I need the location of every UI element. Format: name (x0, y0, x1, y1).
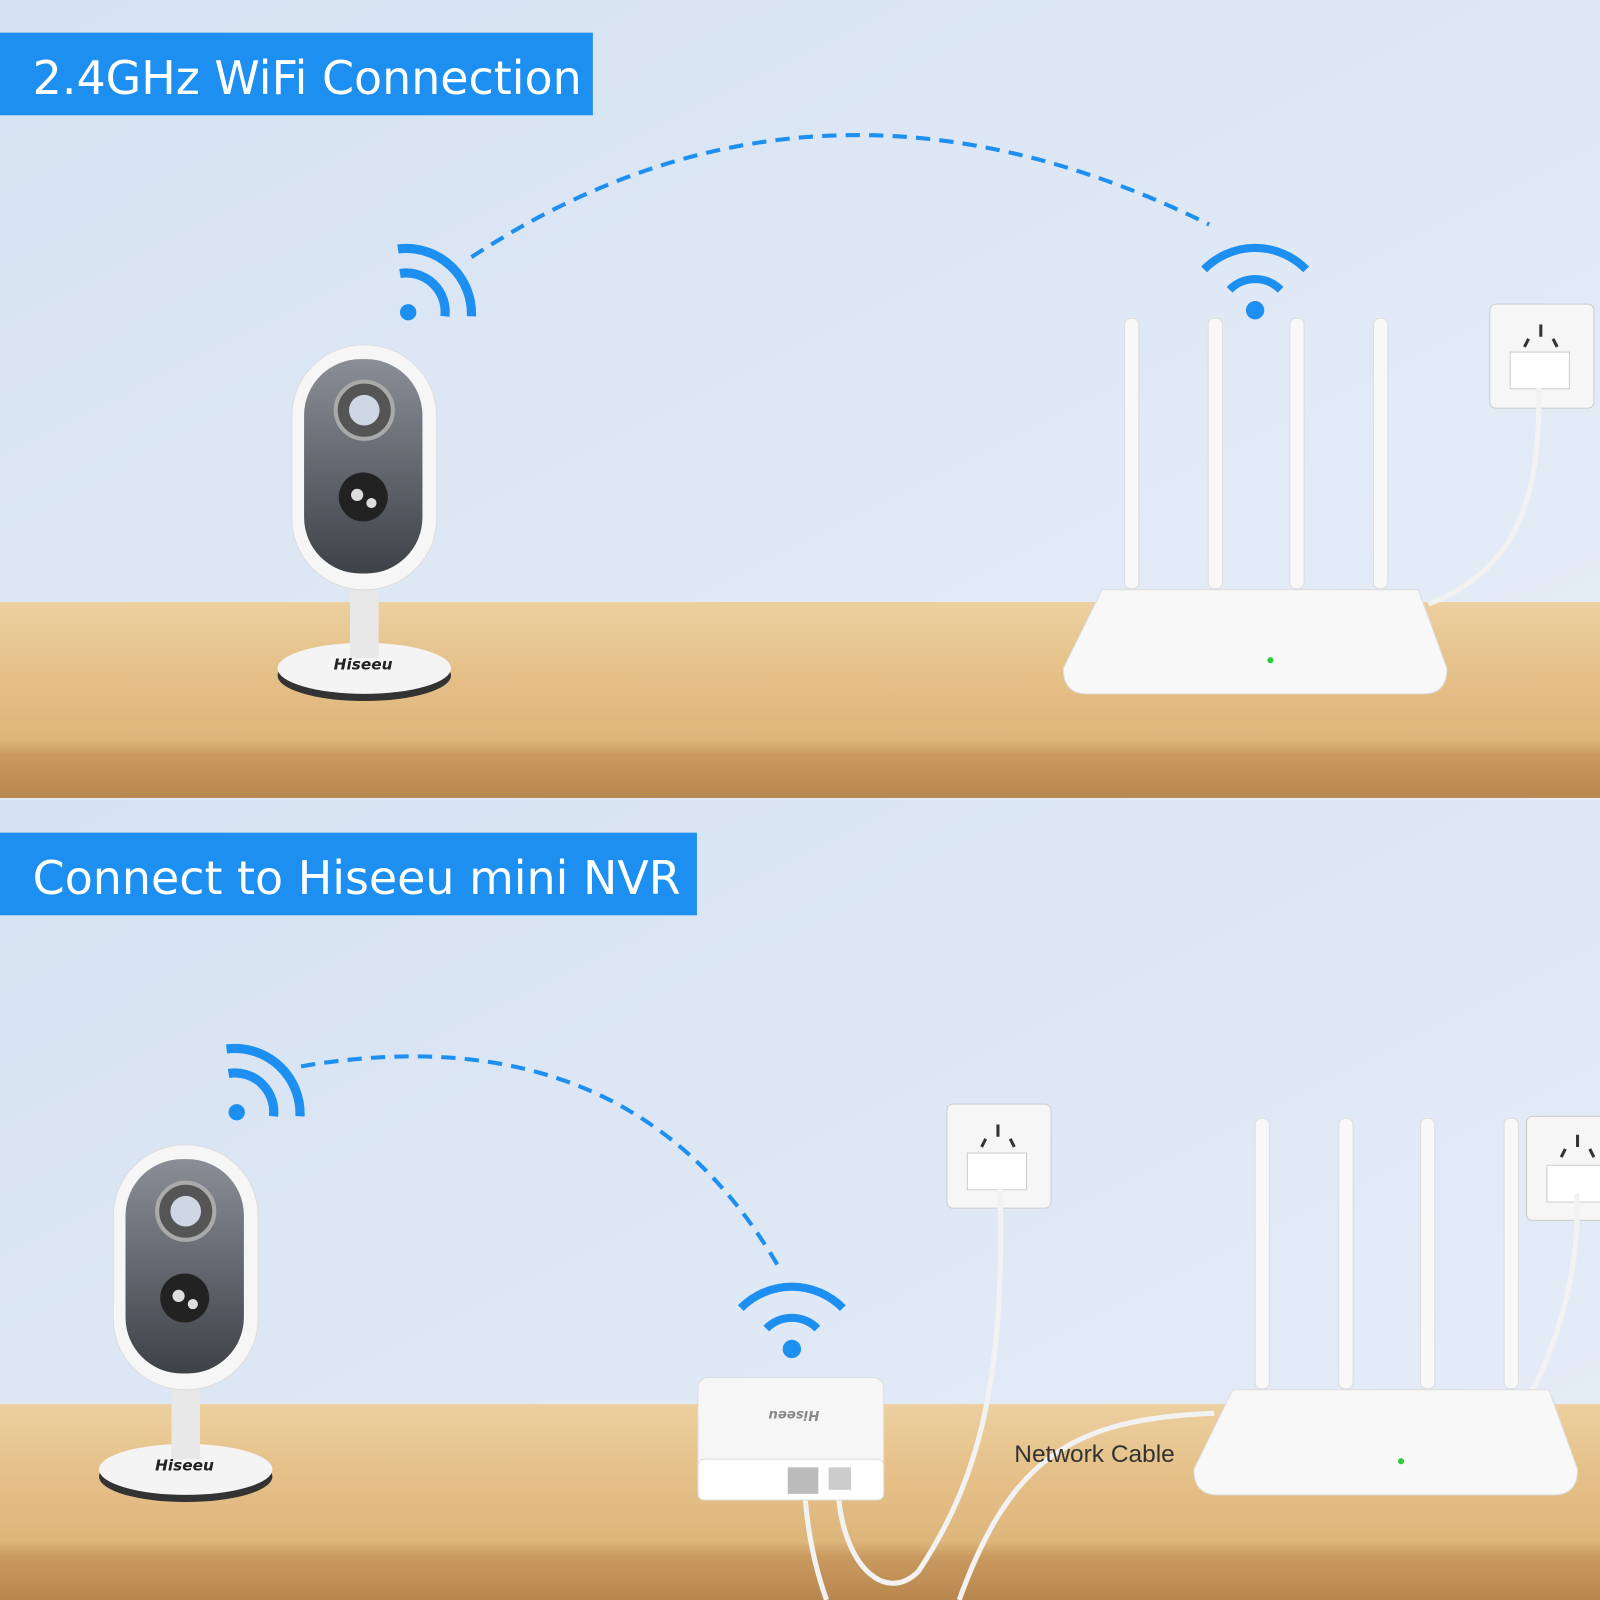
power-outlet (1489, 303, 1595, 409)
title-banner (0, 32, 593, 116)
camera: Hiseeu (98, 1144, 273, 1503)
wifi-icon (225, 1043, 305, 1121)
panel-nvr-connection: Connect to Hiseeu mini NVR Hiseeu (0, 800, 1600, 1600)
mini-nvr: Hiseeu (697, 1377, 885, 1501)
panel-title: 2.4GHz WiFi Connection (33, 51, 582, 105)
panel-title: Connect to Hiseeu mini NVR (33, 851, 681, 905)
network-cable-label: Network Cable (1014, 1441, 1174, 1468)
wifi-icon (1201, 243, 1310, 320)
wifi-icon (397, 243, 477, 321)
wifi-icon (737, 1282, 846, 1359)
panel-wifi-connection: 2.4GHz WiFi Connection Hiseeu (0, 0, 1600, 800)
signal-arc (470, 133, 1211, 259)
brand-logo: Hiseeu (155, 1456, 214, 1474)
cables (801, 1188, 1580, 1600)
power-cable (1427, 387, 1542, 607)
brand-logo: Hiseeu (334, 655, 393, 673)
title-banner (0, 832, 697, 916)
camera: Hiseeu (277, 344, 452, 702)
power-outlet (946, 1103, 1052, 1209)
brand-logo: Hiseeu (768, 1407, 819, 1422)
power-outlet (1526, 1115, 1600, 1221)
router (1062, 317, 1448, 695)
router (1193, 1117, 1579, 1496)
signal-arc (300, 1054, 783, 1272)
